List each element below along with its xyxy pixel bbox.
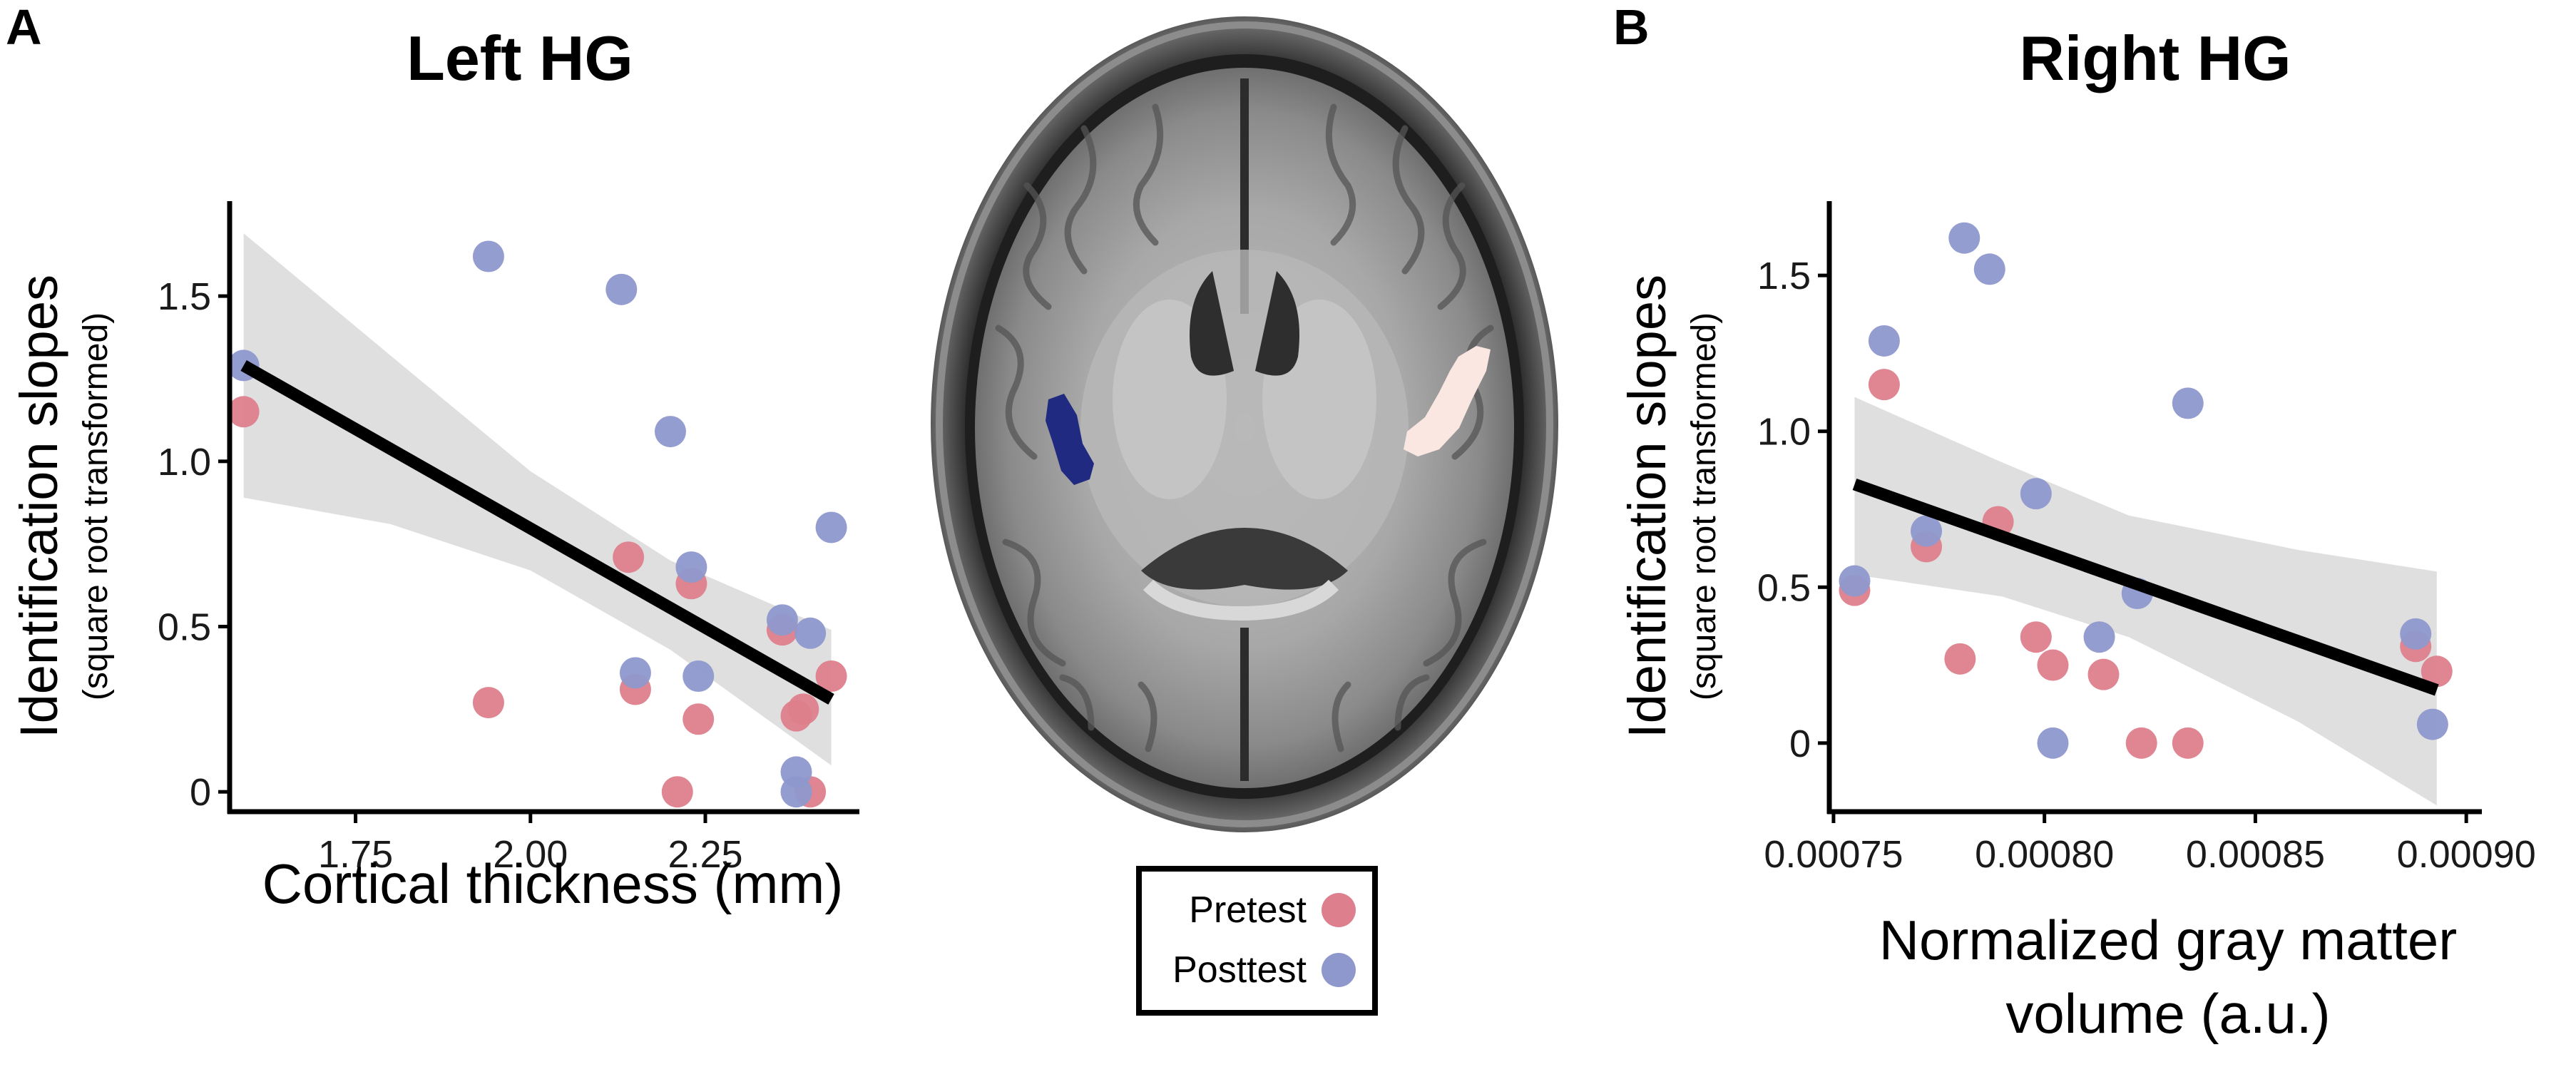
data-points: [1839, 222, 2453, 759]
y-tick-label: 0.5: [1757, 566, 1811, 609]
data-point-posttest: [605, 273, 638, 305]
y-tick-label: 0.5: [158, 606, 211, 649]
data-point-pretest: [2125, 727, 2157, 759]
data-point-posttest: [2037, 727, 2069, 759]
fit-line: [1852, 479, 2439, 696]
left-hg-roi: [1046, 394, 1094, 485]
data-point-posttest: [2172, 387, 2204, 419]
right-hg-roi: [1404, 346, 1491, 456]
data-point-pretest: [1944, 643, 1976, 675]
y-tick-label: 0: [1789, 723, 1811, 765]
legend-marker-posttest: [1322, 953, 1356, 987]
x-axis-label-line2: volume (a.u.): [2005, 982, 2330, 1045]
right-hg-chart: Right HG 0 0.5 1.0 1.5 0.00075 0.00080 0.00085…: [1617, 23, 2536, 1045]
data-point-posttest: [815, 511, 847, 543]
y-tick-label: 1.0: [1757, 411, 1811, 454]
data-point-pretest: [2020, 621, 2052, 653]
x-axis-label-line1: Normalized gray matter: [1879, 909, 2458, 971]
data-point-pretest: [683, 703, 715, 735]
data-point-pretest: [2421, 655, 2453, 688]
data-point-posttest: [766, 604, 798, 636]
data-point-pretest: [2087, 658, 2120, 690]
x-tick-label: 0.00085: [2186, 833, 2325, 876]
confidence-band: [243, 233, 832, 766]
x-tick-label: 0.00090: [2397, 833, 2536, 876]
axes: [218, 201, 859, 823]
tick-labels: 0 0.5 1.0 1.5 0.00075 0.00080 0.00085 0.00090: [1757, 255, 2536, 876]
legend-marker-pretest: [1322, 893, 1356, 927]
data-point-posttest: [1911, 515, 1943, 547]
data-point-posttest: [654, 416, 686, 448]
chart-title: Left HG: [407, 23, 633, 93]
data-point-pretest: [815, 660, 847, 693]
left-hg-chart: Left HG 0 0.5 1.0 1.5 1.75 2.00 2.25 Identific…: [9, 23, 859, 915]
legend-label-posttest: Posttest: [1172, 949, 1307, 991]
ci-band: [243, 233, 832, 766]
x-tick-label: 0.00080: [1975, 833, 2114, 876]
x-tick-label: 2.25: [668, 833, 742, 876]
tick-labels: 0 0.5 1.0 1.5 1.75 2.00 2.25: [158, 275, 743, 876]
legend-box: [1136, 866, 1378, 1016]
data-point-pretest: [1868, 369, 1900, 401]
data-point-pretest: [2037, 649, 2069, 681]
legend-label-pretest: Pretest: [1189, 889, 1307, 931]
panel-letter-b: B: [1613, 0, 1650, 55]
regression-line: [240, 360, 834, 705]
data-point-posttest: [1868, 325, 1900, 357]
data-point-posttest: [1973, 253, 2005, 285]
data-point-pretest: [661, 776, 693, 808]
data-point-pretest: [2172, 727, 2204, 759]
data-point-posttest: [1839, 565, 1871, 597]
sulci: [995, 103, 1494, 752]
data-point-pretest: [787, 693, 819, 725]
data-point-pretest: [613, 541, 645, 573]
y-axis-sublabel: (square root transformed): [1685, 312, 1723, 700]
data-point-posttest: [675, 551, 707, 583]
x-tick-label: 2.00: [493, 833, 568, 876]
data-point-posttest: [619, 657, 651, 689]
y-axis-sublabel: (square root transformed): [77, 312, 115, 700]
y-tick-label: 0: [190, 771, 211, 814]
y-axis-label: Identification slopes: [1617, 275, 1677, 738]
data-point-pretest: [228, 396, 260, 428]
regression-line: [1852, 479, 2439, 696]
y-tick-label: 1.5: [1757, 255, 1811, 297]
brain-mri-image: [931, 16, 1558, 832]
data-point-pretest: [472, 687, 504, 719]
data-point-posttest: [2083, 621, 2115, 653]
axes: [1818, 201, 2482, 823]
x-tick-label: 0.00075: [1764, 833, 1903, 876]
data-point-posttest: [2020, 478, 2052, 510]
data-point-posttest: [780, 776, 812, 808]
legend: Pretest Posttest: [1136, 866, 1378, 1016]
data-point-posttest: [2416, 708, 2448, 740]
data-point-posttest: [683, 660, 715, 693]
y-tick-label: 1.5: [158, 275, 211, 318]
x-tick-label: 1.75: [318, 833, 393, 876]
data-point-posttest: [794, 617, 827, 649]
y-axis-label: Identification slopes: [9, 275, 68, 738]
data-point-posttest: [472, 240, 504, 272]
data-point-posttest: [1948, 222, 1980, 254]
data-points: [228, 240, 847, 808]
data-point-posttest: [2400, 618, 2432, 650]
fit-line: [240, 360, 834, 705]
y-tick-label: 1.0: [158, 441, 211, 484]
panel-letter-a: A: [6, 0, 42, 55]
chart-title: Right HG: [2019, 23, 2291, 93]
x-axis-label: Cortical thickness (mm): [262, 852, 844, 915]
